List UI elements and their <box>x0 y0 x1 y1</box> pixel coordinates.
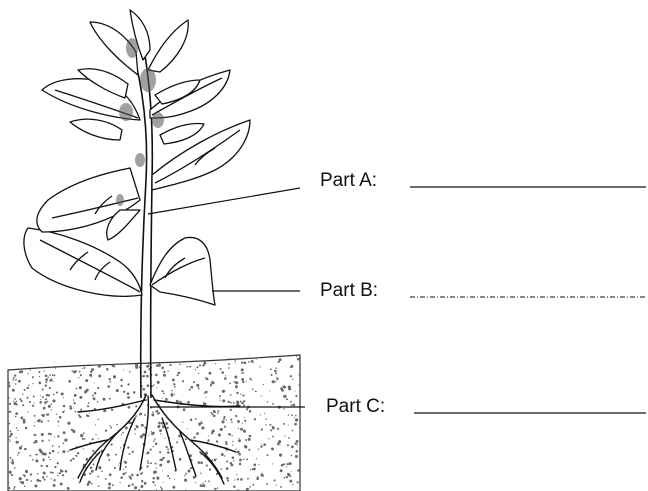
soil <box>7 354 301 491</box>
part-a-label: Part A: <box>320 170 646 191</box>
part-c-text: Part C: <box>326 396 385 417</box>
stem <box>135 55 152 398</box>
part-b-label: Part B: <box>320 280 646 301</box>
part-a-pointer-line <box>148 188 300 214</box>
part-a-text: Part A: <box>320 170 377 191</box>
part-c-label: Part C: <box>326 396 646 417</box>
part-b-text: Part B: <box>320 280 378 301</box>
leaves <box>24 10 250 305</box>
